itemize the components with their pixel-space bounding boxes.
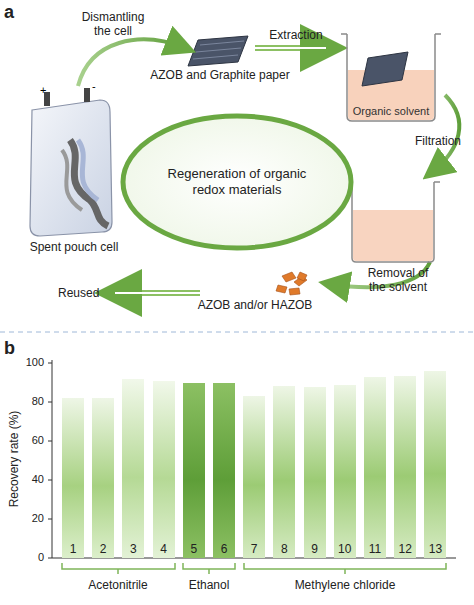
step-label: Spent pouch cell bbox=[14, 240, 134, 254]
step-label: Filtration bbox=[404, 134, 472, 148]
bar-number: 12 bbox=[399, 542, 412, 556]
recovery-bar: 6 bbox=[213, 383, 235, 559]
recovery-bar: 2 bbox=[92, 398, 114, 558]
azob-crystals bbox=[276, 272, 307, 295]
filtration-beaker bbox=[346, 182, 440, 262]
svg-text:-: - bbox=[92, 80, 96, 92]
recovery-bar: 1 bbox=[62, 398, 84, 558]
tick-label: 20 bbox=[10, 512, 44, 525]
flow-arrow bbox=[112, 290, 200, 296]
recovery-bar: 7 bbox=[243, 396, 265, 558]
paper-texture bbox=[193, 41, 244, 59]
step-label: Extraction bbox=[258, 28, 334, 42]
tick-label: 40 bbox=[10, 473, 44, 486]
step-label: Removal of the solvent bbox=[358, 266, 438, 294]
step-label: AZOB and/or HAZOB bbox=[180, 298, 330, 312]
tick-label: 100 bbox=[10, 356, 44, 369]
graphite-paper bbox=[188, 36, 248, 66]
recovery-bar: 10 bbox=[334, 385, 356, 558]
panel-letter: a bbox=[4, 2, 24, 22]
bar-number: 11 bbox=[369, 542, 381, 556]
separator-line bbox=[0, 332, 474, 333]
bar-number: 7 bbox=[251, 542, 258, 556]
step-label: Reused bbox=[58, 286, 108, 300]
recovery-bar: 13 bbox=[424, 371, 446, 558]
svg-text:+: + bbox=[40, 84, 46, 96]
beaker-glass bbox=[347, 34, 435, 121]
bar-number: 2 bbox=[100, 542, 107, 556]
recovery-bar: 12 bbox=[394, 376, 416, 558]
bar-number: 3 bbox=[130, 542, 137, 556]
bar-number: 8 bbox=[281, 542, 288, 556]
group-bracket bbox=[62, 563, 446, 574]
group-label: Methylene chloride bbox=[265, 578, 425, 592]
node-text: Organic solvent bbox=[353, 104, 429, 118]
extraction-beaker: Organic solvent bbox=[338, 28, 444, 124]
recovery-bar: 5 bbox=[183, 383, 205, 559]
tick-label: 60 bbox=[10, 434, 44, 447]
pouch-cell: + - bbox=[30, 80, 112, 236]
beaker-rim bbox=[341, 33, 441, 35]
flow-arrow bbox=[255, 45, 330, 51]
graphite-paper bbox=[362, 52, 408, 86]
flow-arrow bbox=[255, 47, 326, 49]
recovery-bar: 4 bbox=[153, 381, 175, 558]
bar-number: 1 bbox=[70, 542, 77, 556]
ellipse-shape bbox=[123, 116, 351, 248]
tick-label: 80 bbox=[10, 395, 44, 408]
recovery-bar: 9 bbox=[304, 387, 326, 558]
bar-number: 10 bbox=[338, 542, 351, 556]
panel-letter: b bbox=[4, 338, 24, 358]
recovery-bar: 3 bbox=[122, 379, 144, 558]
bar-number: 4 bbox=[160, 542, 167, 556]
group-label: Acetonitrile bbox=[58, 578, 178, 592]
recovery-bar: 11 bbox=[364, 377, 386, 558]
cycle-ellipse: Regeneration of organic redox materials bbox=[119, 112, 355, 252]
tick-label: 0 bbox=[10, 551, 44, 564]
bar-number: 6 bbox=[221, 542, 228, 556]
bar-number: 9 bbox=[311, 542, 318, 556]
flow-arrow bbox=[432, 95, 459, 172]
bar-number: 13 bbox=[429, 542, 442, 556]
flow-arrow bbox=[115, 292, 200, 294]
axis-title: Recovery rate (%) bbox=[7, 389, 21, 529]
group-label: Ethanol bbox=[169, 578, 249, 592]
step-label: AZOB and Graphite paper bbox=[150, 68, 290, 82]
node-text: Regeneration of organic redox materials bbox=[162, 166, 312, 198]
step-label: Dismantling the cell bbox=[72, 10, 154, 38]
chart-axes bbox=[48, 360, 456, 558]
bar-number: 5 bbox=[190, 542, 197, 556]
recovery-bar: 8 bbox=[273, 386, 295, 558]
